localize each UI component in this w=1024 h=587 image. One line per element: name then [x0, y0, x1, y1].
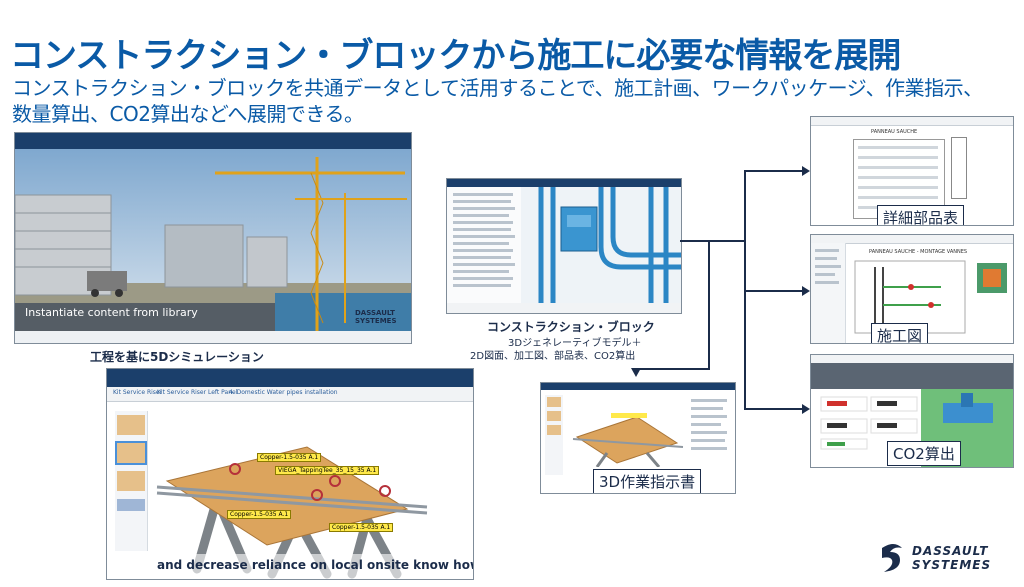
construction-site-scene: [15, 149, 411, 343]
step-thumb-1[interactable]: [117, 415, 145, 435]
step-thumb-4[interactable]: [117, 499, 145, 511]
parts-sheet-title: PANNEAU SAUCHE: [871, 129, 918, 135]
3ds-logo-icon: [882, 544, 902, 572]
work-instruction-label: 3D作業指示書: [593, 469, 702, 493]
installation-overlay-text: and decrease reliance on local onsite kn…: [157, 558, 474, 572]
installation-screenshot: Kit Service Riser Kit Service Riser Left…: [106, 368, 474, 580]
spec-tree[interactable]: [447, 187, 522, 303]
work-instruction-view: [572, 413, 684, 467]
app-title-bar: [541, 383, 735, 390]
app-title-bar: [15, 133, 411, 149]
construction-block-caption-title: コンストラクション・ブロック: [487, 320, 655, 334]
simulation-caption: 工程を基に5Dシミュレーション: [90, 350, 264, 364]
slide-subtitle-line2: 数量算出、CO2算出などへ展開できる。: [12, 102, 364, 126]
breadcrumb-2[interactable]: Kit Service Riser Left Panel: [157, 389, 238, 396]
slide-title: コンストラクション・ブロックから施工に必要な情報を展開: [10, 36, 901, 76]
co2-label: CO2算出: [887, 441, 961, 466]
step-thumb-2[interactable]: [115, 441, 147, 465]
pipe-tag-1[interactable]: Copper-1.5-035 A.1: [257, 453, 322, 462]
pipe-model-view: [521, 187, 681, 303]
arrow-parts-list: [802, 166, 810, 176]
pipe-tag-4[interactable]: Copper-1.5-035 A.1: [329, 523, 394, 532]
app-title-bar: [447, 179, 681, 187]
co2-screenshot: CO2算出: [810, 354, 1014, 468]
construction-block-caption-line2: 2D図面、加工図、部品表、CO2算出: [470, 351, 636, 362]
breadcrumb-bar: Kit Service Riser Kit Service Riser Left…: [107, 387, 473, 402]
slide-subtitle-line1: コンストラクション・ブロックを共通データとして活用することで、施工計画、ワークパ…: [12, 76, 983, 100]
step-thumb-3[interactable]: [117, 471, 145, 491]
breadcrumb-1[interactable]: Kit Service Riser: [113, 389, 163, 396]
drawing-sheet-title: PANNEAU SAUCHE - MONTAGE VANNES: [869, 249, 968, 255]
drawing-view: [854, 260, 1007, 334]
app-title-bar: [107, 369, 473, 387]
breadcrumb-3[interactable]: 4. Domestic Water pipes installation: [229, 389, 338, 396]
logo-text-line1: DASSAULT: [912, 544, 989, 558]
parts-list-screenshot: PANNEAU SAUCHE 詳細部品表: [810, 116, 1014, 226]
logo-text-line2: SYSTEMES: [912, 558, 992, 572]
dassault-logo: DASSAULT SYSTEMES: [878, 540, 1008, 576]
simulation-screenshot: Instantiate content from library DASSAUL…: [14, 132, 412, 344]
arrow-co2: [802, 404, 810, 414]
step-thumbnails[interactable]: [115, 411, 148, 551]
drawing-screenshot: PANNEAU SAUCHE - MONTAGE VANNES 施工図: [810, 234, 1014, 344]
arrow-drawing: [802, 286, 810, 296]
pipe-tag-2[interactable]: VIEGA_TappingTee_35_15_35 A.1: [275, 466, 380, 475]
arrow-work-instruction: [631, 368, 641, 377]
pipe-tag-3[interactable]: Copper-1.5-035 A.1: [227, 510, 292, 519]
work-instruction-screenshot: 3D作業指示書: [540, 382, 736, 494]
construction-block-caption-line1: 3Dジェネレーティブモデル＋: [508, 338, 642, 349]
construction-block-screenshot: [446, 178, 682, 314]
connector-main: [680, 240, 744, 242]
bottom-toolbar[interactable]: [447, 303, 681, 313]
simulation-overlay-text: Instantiate content from library: [25, 306, 198, 319]
parts-list-label: 詳細部品表: [877, 205, 965, 225]
simulation-logo: DASSAULT SYSTEMES: [355, 309, 397, 325]
drawing-label: 施工図: [871, 323, 929, 343]
